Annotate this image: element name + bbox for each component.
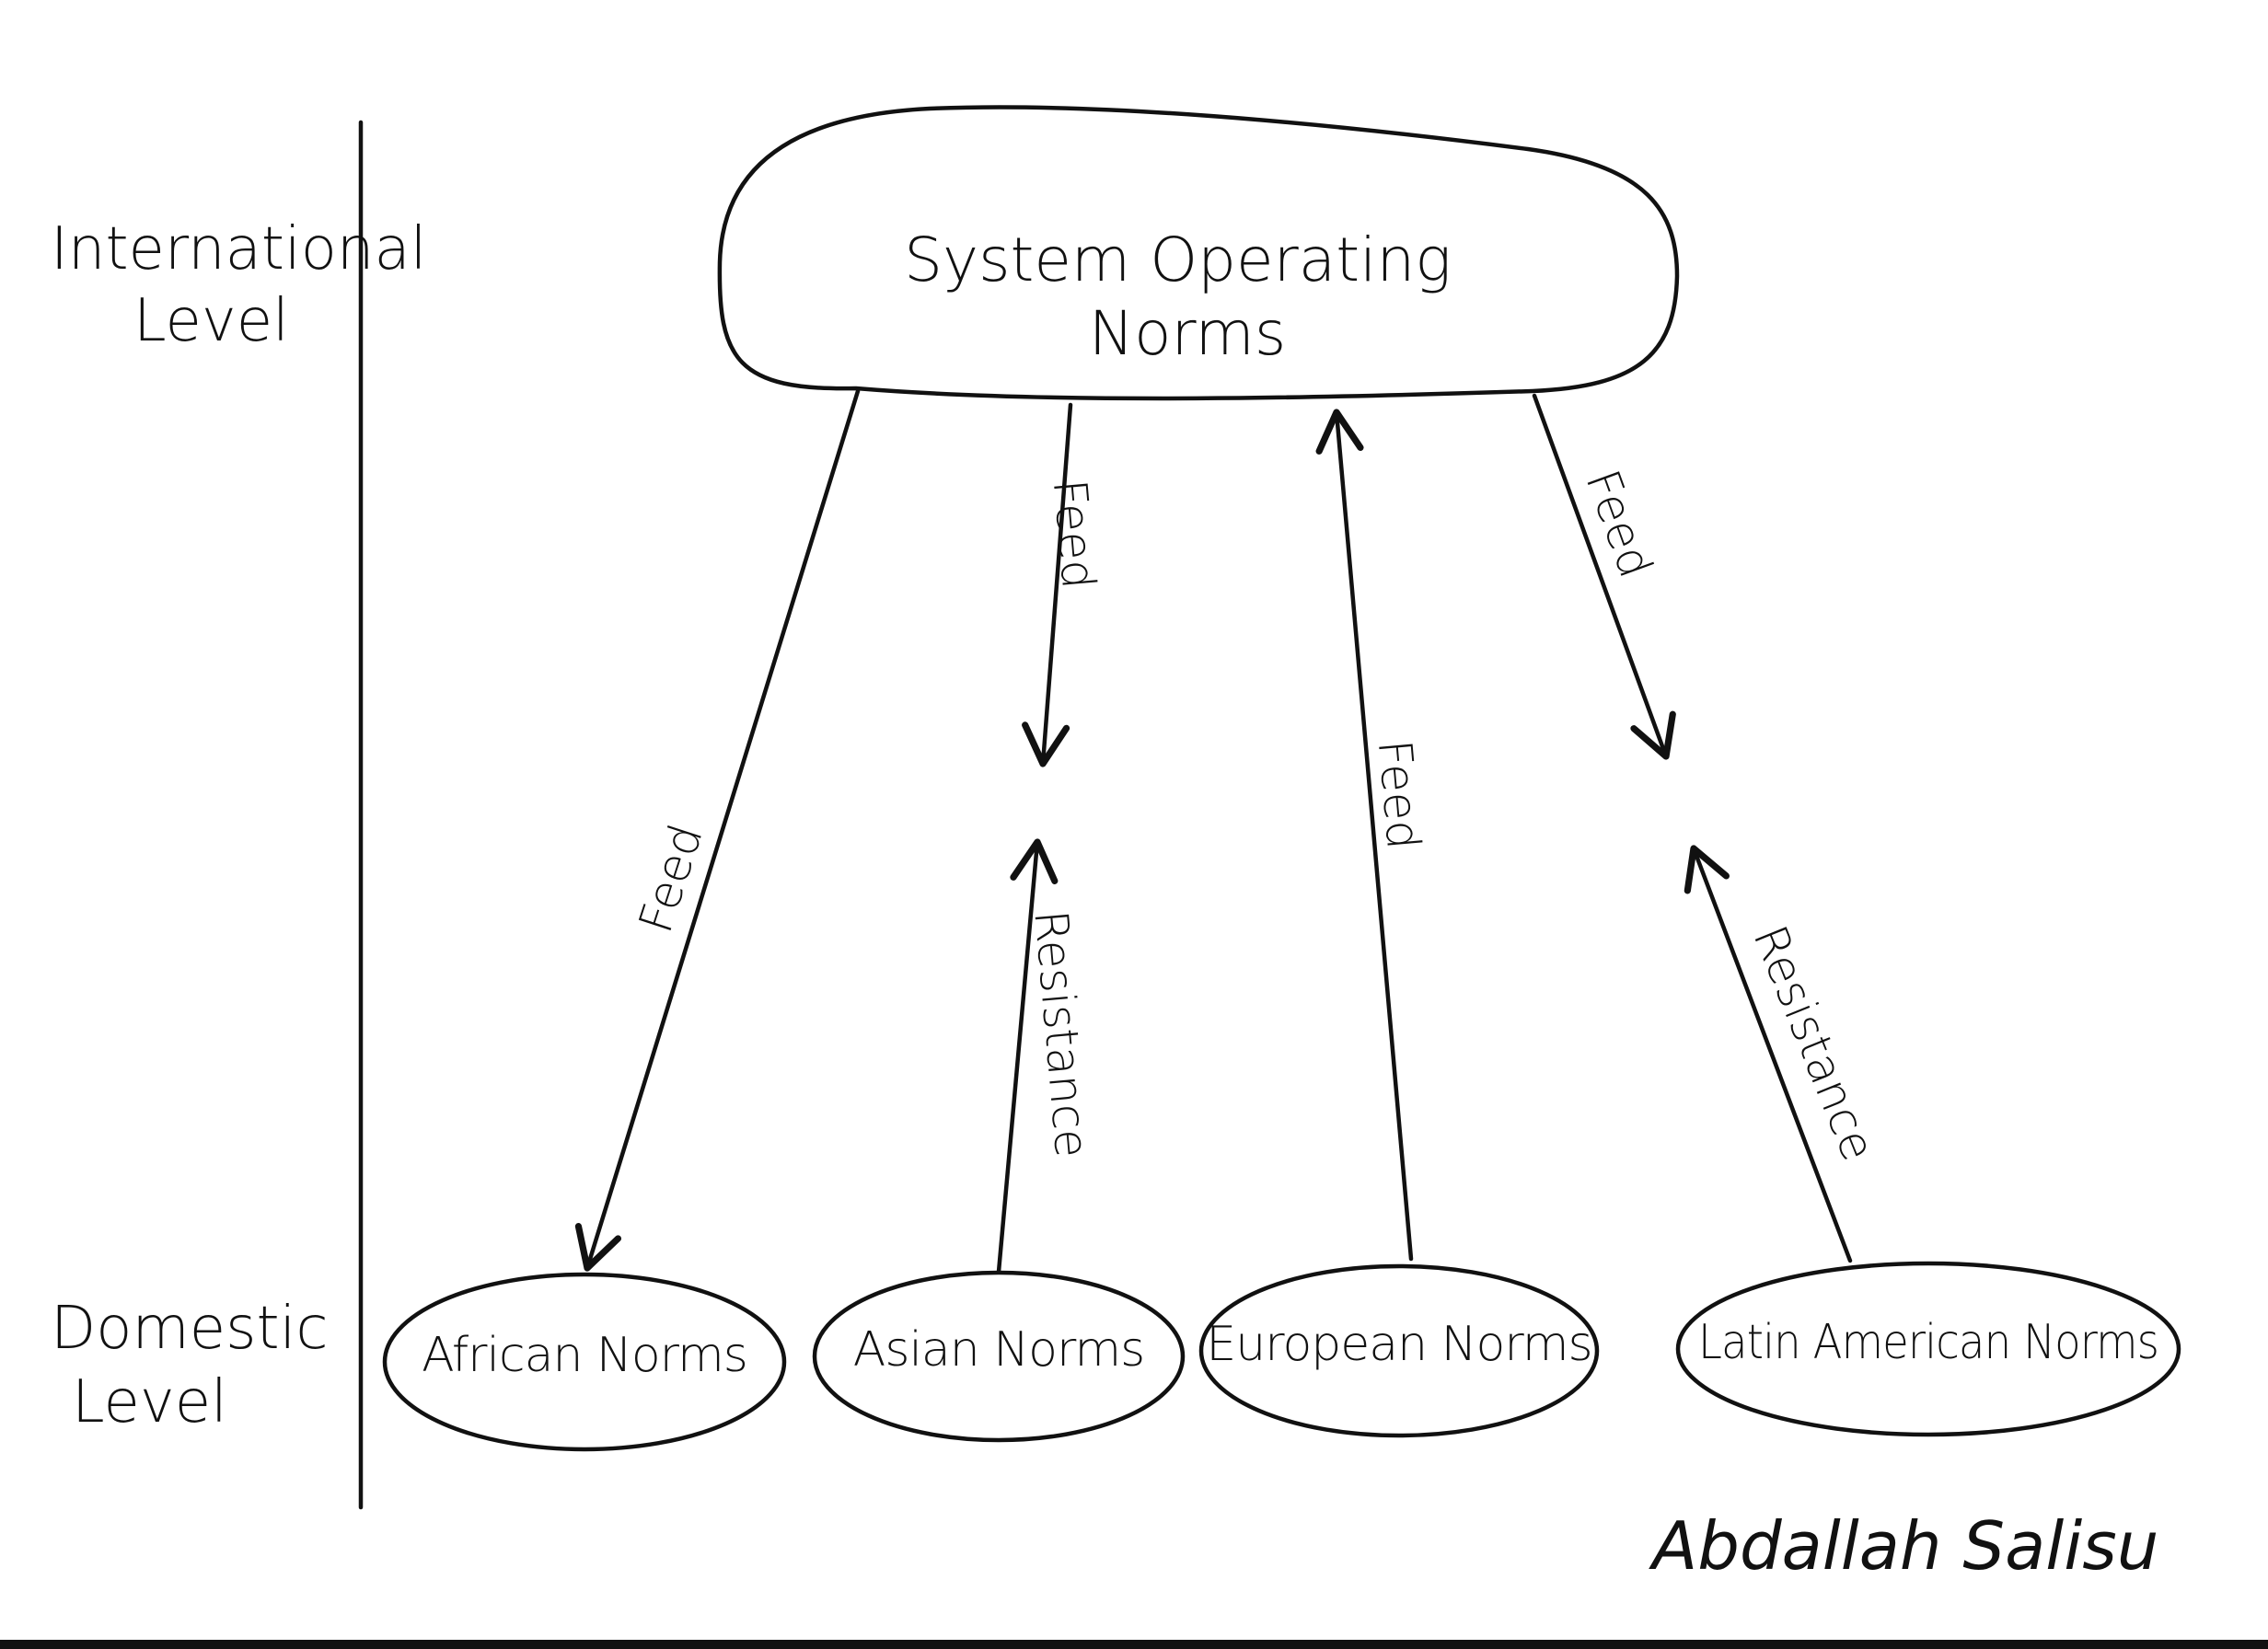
node-asian-norms-label: Asian Norms — [853, 1322, 1144, 1378]
node-latin-american-norms: Latin American Norms — [1675, 1261, 2181, 1437]
node-system-operating-norms-label: System Operating Norms — [904, 225, 1471, 369]
node-latin-american-norms-label: Latin American Norms — [1698, 1315, 2158, 1370]
international-level-line1: International — [51, 215, 426, 283]
domestic-level-line1: Domestic — [51, 1295, 329, 1363]
edge-resistance-from-latin-american — [1684, 845, 1853, 1263]
edge-label-feed-asian: Feed — [1043, 478, 1105, 592]
node-african-norms: African Norms — [382, 1272, 787, 1452]
node-system-operating-norms: System Operating Norms — [717, 105, 1680, 401]
domestic-level-label: Domestic Level — [51, 1295, 347, 1436]
edge-feed-from-european — [1315, 409, 1414, 1262]
node-european-norms-label: European Norms — [1206, 1317, 1591, 1372]
edge-label-feed-latin-american: Feed — [1575, 463, 1662, 584]
page-bottom-border — [0, 1640, 2268, 1649]
node-european-norms: European Norms — [1198, 1263, 1600, 1438]
edge-label-resistance-latin-american: Resistance — [1742, 918, 1885, 1169]
node-african-norms-label: African Norms — [422, 1328, 747, 1383]
edge-resistance-from-asian — [996, 838, 1059, 1274]
edge-feed-to-latin-american — [1532, 393, 1676, 760]
node-system-operating-norms-line2: Norms — [1089, 298, 1286, 369]
author-signature: Abdallah Salisu — [1649, 1507, 2158, 1585]
edge-label-feed-european: Feed — [1368, 738, 1430, 852]
node-system-operating-norms-line1: System Operating — [904, 225, 1452, 295]
edge-feed-to-african — [574, 388, 861, 1272]
edge-label-feed-african: Feed — [629, 818, 713, 939]
domestic-level-line2: Level — [72, 1368, 227, 1436]
international-level-line2: Level — [133, 287, 289, 355]
edge-label-resistance-asian: Resistance — [1024, 908, 1098, 1159]
edge-feed-to-asian — [1022, 402, 1073, 767]
node-asian-norms: Asian Norms — [812, 1270, 1186, 1443]
international-level-label: International Level — [51, 215, 446, 355]
